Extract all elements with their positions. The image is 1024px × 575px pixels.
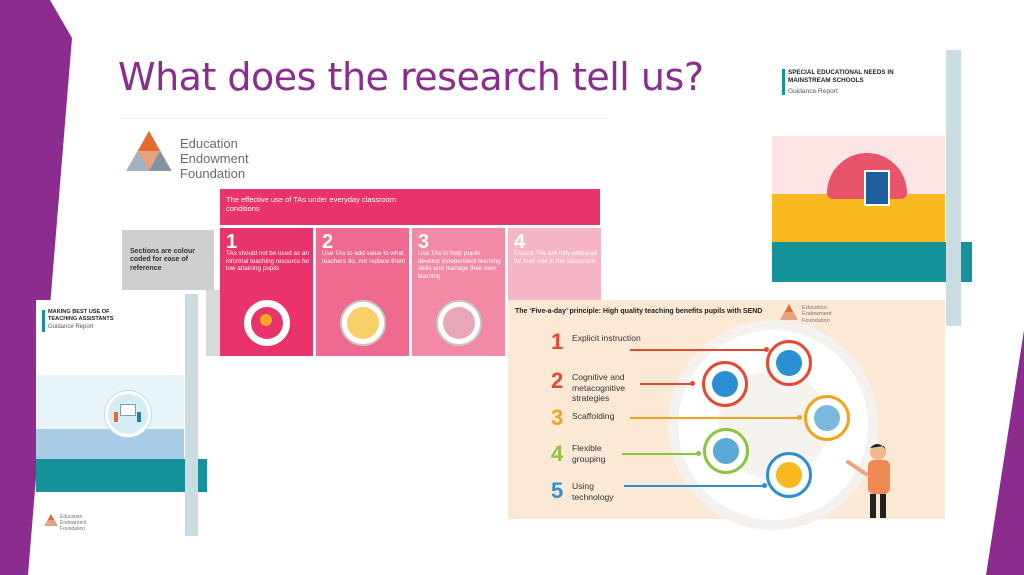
right-purple-band: [986, 330, 1024, 575]
eef-logo-line1: Education: [180, 136, 238, 151]
item-label: Scaffolding: [572, 411, 615, 421]
eef-logo-icon: [44, 514, 58, 526]
ta-poster-gray-strip: [206, 290, 220, 356]
ta-poster-header-text: The effective use of TAs under everyday …: [226, 195, 397, 213]
value-icon: [340, 300, 386, 346]
item-number: 2: [551, 368, 564, 393]
five-a-day-logo-line3: Foundation: [802, 317, 830, 324]
eef-logo-icon: [780, 304, 798, 320]
item-label: Cognitive and metacognitive strategies: [572, 372, 626, 403]
eef-logo-line2: Endowment: [180, 151, 249, 166]
ta-report-title: MAKING BEST USE OF TEACHING ASSISTANTS: [48, 309, 114, 322]
ta-report-teal-band: [36, 459, 207, 492]
eef-logo-text: Education Endowment Foundation: [180, 136, 249, 181]
ta-card-1: 1 TAs should not be used as an informal …: [220, 228, 313, 356]
explicit-instruction-icon: [766, 340, 812, 386]
ta-card-text: Ensure TAs are fully prepared for their …: [514, 250, 598, 265]
ta-poster-header: The effective use of TAs under everyday …: [220, 189, 600, 225]
item-line: [624, 485, 764, 487]
item-number: 1: [551, 329, 564, 354]
item-dot: [696, 451, 701, 456]
ta-card-number: 2: [322, 231, 334, 253]
eef-logo-line3: Foundation: [180, 166, 246, 181]
teacher-figure-icon: [846, 443, 890, 518]
item-label: Using technology: [572, 481, 614, 502]
ta-report-subtitle: Guidance Report: [48, 324, 94, 330]
ta-report-spine: [185, 294, 198, 536]
send-report-teal-band: [772, 242, 972, 282]
report-accent-bar: [42, 310, 45, 332]
five-a-day-logo-line2: Endowment: [802, 311, 832, 318]
five-a-day-logo-line1: Education: [802, 305, 827, 311]
ta-card-number: 3: [418, 231, 430, 253]
scaffolding-icon: [804, 395, 850, 441]
item-number: 4: [551, 441, 564, 466]
ta-report-logo-line2: Endowment: [60, 520, 87, 526]
flexible-grouping-icon: [703, 428, 749, 474]
ta-card-4: 4 Ensure TAs are fully prepared for thei…: [508, 228, 601, 304]
ta-report-logo-line1: Education: [60, 514, 83, 520]
five-a-day-heading: The ‘Five-a-day’ principle: High quality…: [515, 308, 763, 315]
item-dot: [764, 347, 769, 352]
item-number: 5: [551, 478, 564, 503]
item-dot: [762, 483, 767, 488]
send-report-subtitle: Guidance Report: [788, 88, 838, 95]
item-dot: [690, 381, 695, 386]
ta-poster-side-note: Sections are colour coded for ease of re…: [122, 230, 214, 290]
item-dot: [797, 415, 802, 420]
ta-report-logo-text: Education Endowment Foundation: [60, 514, 86, 532]
item-line: [630, 349, 765, 351]
classroom-icon: [105, 391, 151, 437]
item-label: Explicit instruction: [572, 333, 641, 343]
brain-icon: [436, 300, 482, 346]
send-report: SPECIAL EDUCATIONAL NEEDS IN MAINSTREAM …: [772, 50, 972, 326]
item-number: 3: [551, 405, 564, 430]
item-line: [630, 417, 798, 419]
item-line: [622, 453, 698, 455]
report-accent-bar: [782, 69, 785, 95]
send-report-illustration-bottom: [772, 194, 945, 242]
eef-logo-icon: [126, 131, 172, 171]
left-purple-band: [0, 0, 72, 575]
ta-report: MAKING BEST USE OF TEACHING ASSISTANTS G…: [36, 294, 207, 536]
ta-card-number: 1: [226, 231, 238, 253]
send-report-title: SPECIAL EDUCATIONAL NEEDS IN MAINSTREAM …: [788, 69, 894, 84]
technology-icon: [766, 452, 812, 498]
ta-card-text: TAs should not be used as an informal te…: [226, 250, 310, 273]
ta-report-logo-line3: Foundation: [60, 526, 86, 532]
send-report-spine: [946, 50, 961, 326]
ta-report-illustration-bottom: [36, 429, 184, 459]
cognitive-strategies-icon: [702, 361, 748, 407]
ta-card-text: Use TAs to add value to what teachers do…: [322, 250, 406, 265]
resource-icon: [244, 300, 290, 346]
ta-card-text: Use TAs to help pupils develop independe…: [418, 250, 501, 280]
ta-card-2: 2 Use TAs to add value to what teachers …: [316, 228, 409, 356]
item-line: [640, 383, 692, 385]
item-label: Flexible grouping: [572, 443, 606, 464]
ta-card-number: 4: [514, 231, 526, 253]
slide-title: What does the research tell us?: [118, 55, 704, 99]
five-a-day-logo-text: Education Endowment Foundation: [802, 305, 832, 324]
ta-card-3: 3 Use TAs to help pupils develop indepen…: [412, 228, 505, 356]
book-icon: [864, 170, 890, 206]
